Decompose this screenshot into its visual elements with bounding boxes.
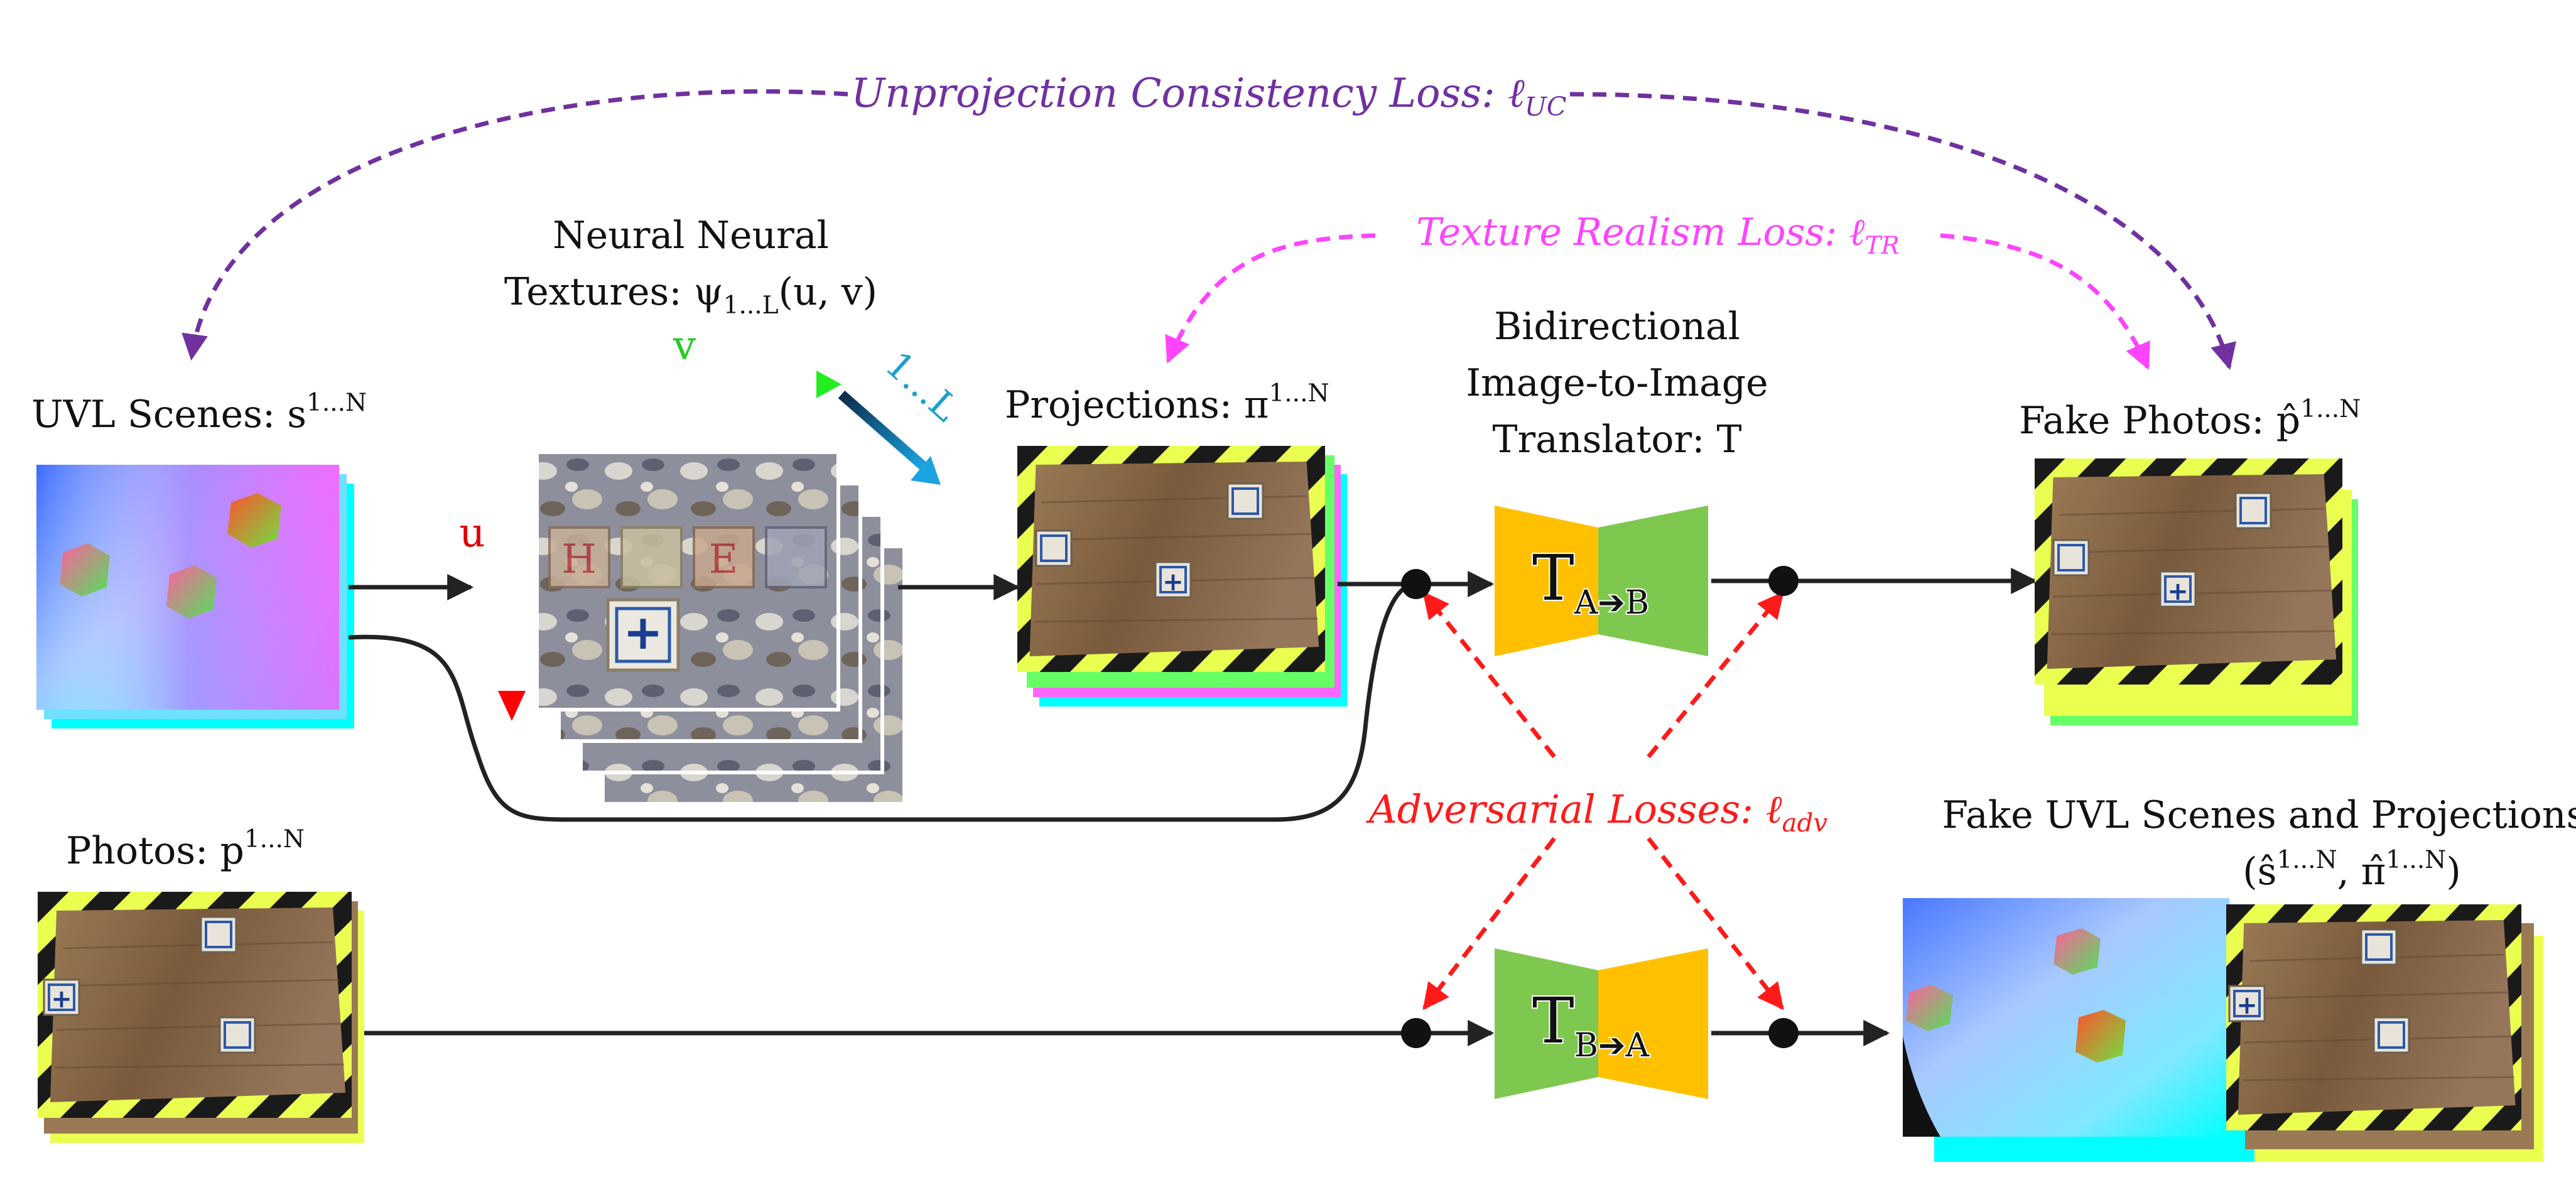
junction-dot xyxy=(1401,1018,1431,1048)
junction-dot xyxy=(1768,566,1799,596)
l-axis-arrow xyxy=(838,390,927,470)
svg-text:+: + xyxy=(2236,991,2258,1020)
unprojection-loss-label: Unprojection Consistency Loss: ℓUC xyxy=(851,70,1566,122)
photos-stack: + xyxy=(36,891,364,1143)
fake-photos-label: Fake Photos: p̂1...N xyxy=(2019,395,2361,443)
translator-label-line2: Image-to-Image xyxy=(1466,361,1768,405)
svg-text:E: E xyxy=(709,536,739,583)
svg-text:H: H xyxy=(561,536,597,583)
fake-uvl-cube-3 xyxy=(2075,1010,2126,1063)
svg-text:+: + xyxy=(51,985,72,1014)
photos-label: Photos: p1...N xyxy=(66,825,305,873)
neural-textures-stack: H E + xyxy=(535,450,906,806)
svg-text:+: + xyxy=(1162,568,1184,597)
translator-a-to-b: TA➔B xyxy=(1495,506,1708,656)
projections-stack: + xyxy=(1016,445,1347,707)
u-axis-label: u xyxy=(459,510,485,556)
fake-uvl-label-line1: Fake UVL Scenes and Projections: xyxy=(1942,793,2576,837)
projections-label: Projections: π1...N xyxy=(1005,379,1329,427)
fake-photos-stack: + xyxy=(2033,457,2358,725)
svg-text:+: + xyxy=(2167,577,2189,606)
adversarial-losses-label: Adversarial Losses: ℓadv xyxy=(1366,786,1827,838)
fake-projections-stack: + xyxy=(2225,903,2543,1162)
translator-label-line1: Bidirectional xyxy=(1494,305,1740,349)
uvl-scenes-stack xyxy=(36,465,354,728)
translator-label-line3: Translator: T xyxy=(1492,418,1741,462)
neural-textures-label-line1: Neural Neural xyxy=(553,214,829,257)
uvl-cube-2 xyxy=(166,565,217,619)
l-axis-label: 1...L xyxy=(877,343,967,430)
fake-uvl-label-line2: (ŝ1...N, π̂1...N) xyxy=(2243,846,2460,894)
fake-uvl-cube-1 xyxy=(2054,928,2101,975)
fake-uvl-cube-2 xyxy=(1906,985,1953,1031)
uvl-cube-3 xyxy=(227,493,281,548)
junction-dot xyxy=(1768,1018,1799,1048)
junction-dot xyxy=(1401,569,1431,599)
texture-realism-loss-label: Texture Realism Loss: ℓTR xyxy=(1416,210,1900,260)
svg-text:TA➔B: TA➔B xyxy=(1532,541,1649,622)
uvl-cube-1 xyxy=(60,543,110,597)
translator-b-to-a: TB➔A xyxy=(1495,948,1708,1099)
v-axis-label: v xyxy=(673,323,696,369)
plus-icon: + xyxy=(623,604,663,660)
fake-uvl-scenes-stack xyxy=(1903,898,2261,1162)
uvl-scenes-label: UVL Scenes: s1...N xyxy=(31,389,367,436)
neural-textures-label-line2: Textures: ψ1...L(u, v) xyxy=(504,270,877,320)
svg-text:TB➔A: TB➔A xyxy=(1532,984,1650,1064)
